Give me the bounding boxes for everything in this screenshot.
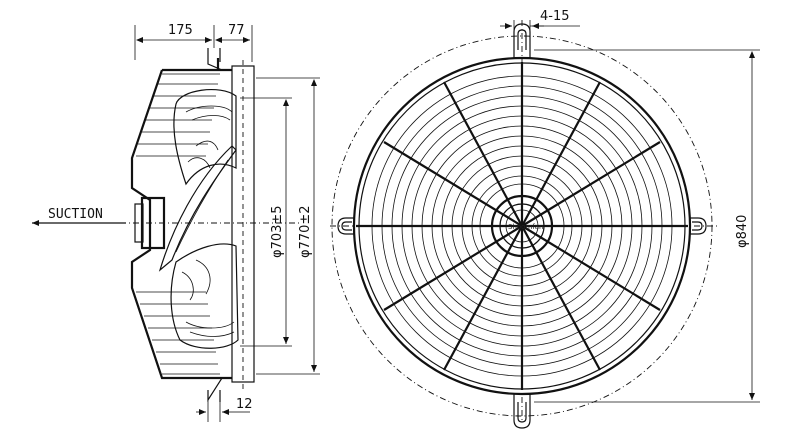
dim-overall-dia: φ840 xyxy=(735,215,750,248)
hub: Shoomfan xyxy=(490,194,554,258)
mount-tab-left xyxy=(337,217,354,235)
mount-tab-bottom xyxy=(513,394,531,429)
hub-label: Shoomfan xyxy=(508,223,543,231)
bottom-dimension: 12 xyxy=(196,396,253,422)
dim-slot: 4-15 xyxy=(540,9,570,24)
blade-middle xyxy=(158,145,237,272)
outer-mounting-circle xyxy=(331,35,713,417)
suction-label: SUCTION xyxy=(48,207,103,222)
guard-outer-ring xyxy=(352,56,692,396)
housing-ring xyxy=(231,65,255,383)
slot-dimension: 4-15 xyxy=(500,9,580,34)
guard-struts xyxy=(356,62,688,390)
dim-housing-dia: φ770±2 xyxy=(298,205,313,258)
dim-mount-width: 12 xyxy=(236,397,253,412)
guard-ribs xyxy=(136,73,220,375)
dim-guard-offset: 77 xyxy=(228,23,245,38)
suction-arrow: SUCTION xyxy=(32,207,126,226)
mount-tab-right xyxy=(690,217,707,235)
front-view: Shoomfan 4-15 φ840 xyxy=(330,9,760,429)
blade-upper xyxy=(173,89,237,186)
mount-bracket-top xyxy=(207,48,223,71)
top-dimensions: 175 77 xyxy=(134,23,253,62)
diameter-dimensions: φ703±5 φ770±2 xyxy=(240,77,320,375)
side-view: 175 77 xyxy=(32,23,320,422)
overall-dimension: φ840 xyxy=(534,49,760,403)
blade-lower xyxy=(170,243,239,349)
dim-blade-dia: φ703±5 xyxy=(270,205,285,258)
dim-motor-depth: 175 xyxy=(168,23,193,38)
guard-outline xyxy=(130,58,232,380)
